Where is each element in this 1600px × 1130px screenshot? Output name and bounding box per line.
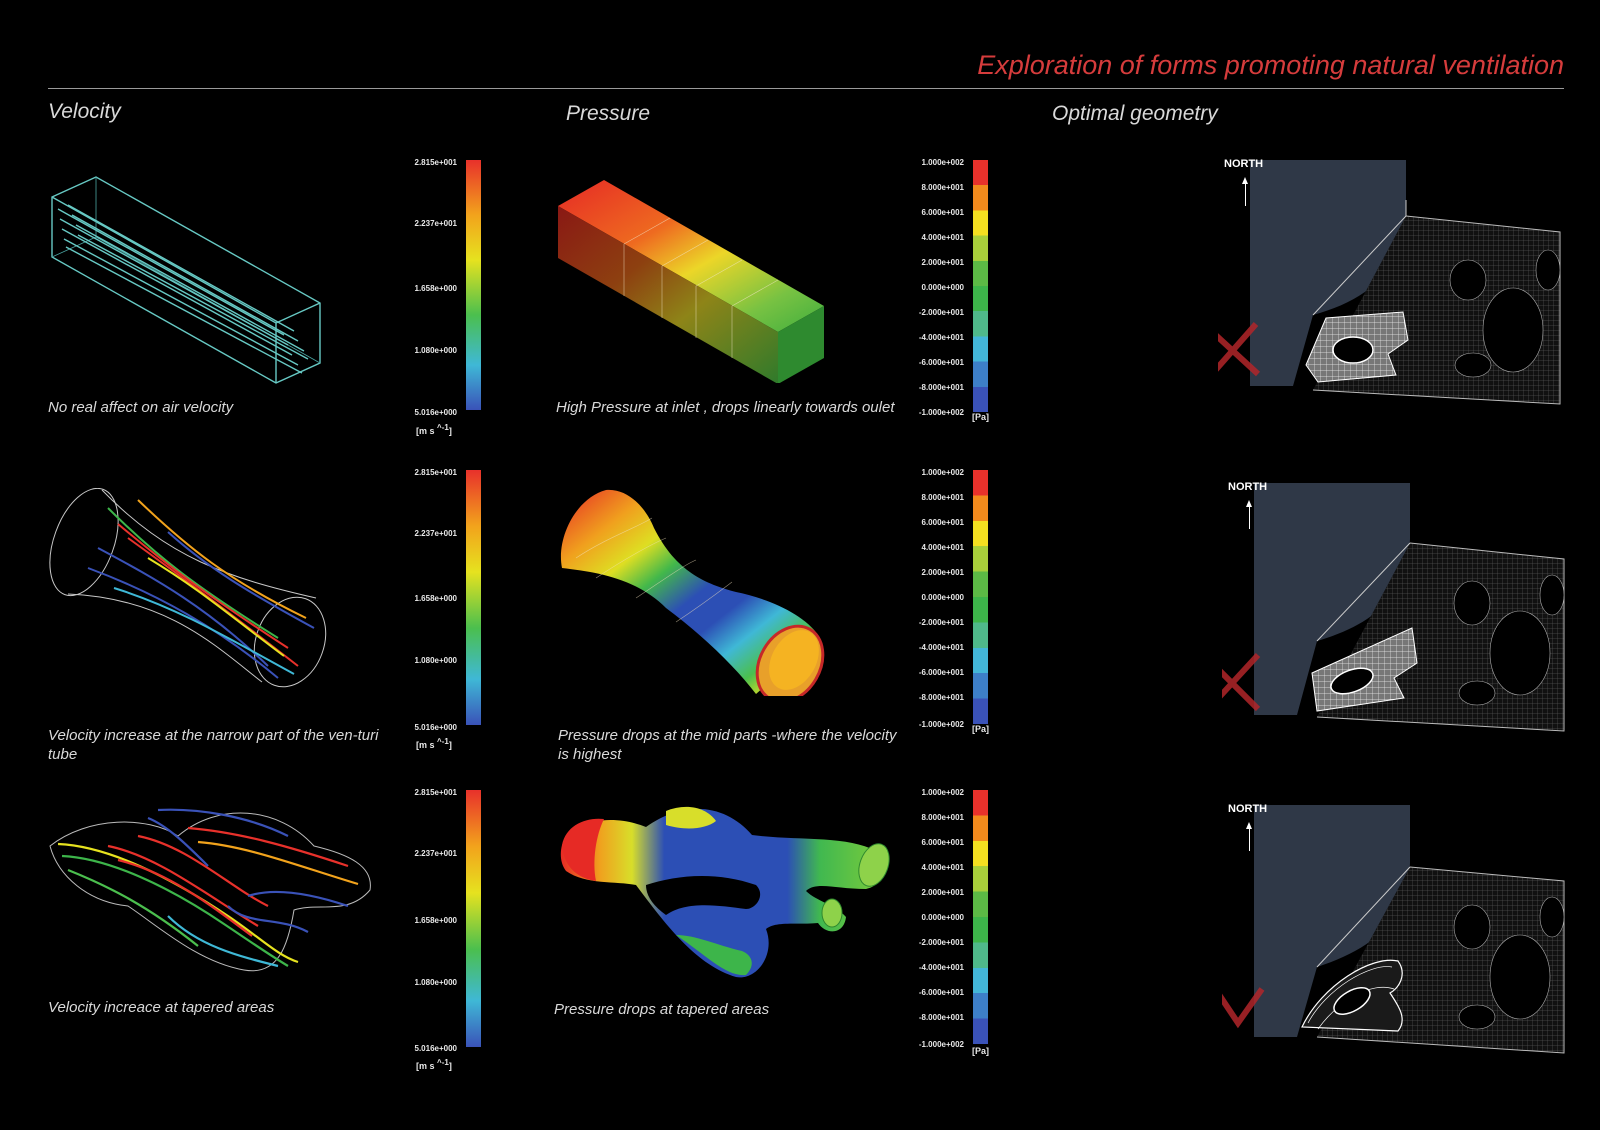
- pressure-legend-3: 1.000e+002 8.000e+001 6.000e+001 4.000e+…: [908, 788, 990, 1070]
- velocity-unit: [m s ^-1]: [416, 1058, 452, 1071]
- scale-label: 2.000e+001: [921, 888, 965, 897]
- scale-label: 1.080e+000: [414, 656, 458, 665]
- branched-form-velocity-diagram: [49, 808, 371, 972]
- scale-label: 0.000e+000: [921, 593, 965, 602]
- scale-label: 1.000e+002: [921, 788, 965, 797]
- scale-label: 5.016e+000: [414, 1044, 458, 1053]
- scale-label: 1.658e+000: [414, 916, 458, 925]
- scale-label: 1.080e+000: [414, 346, 458, 355]
- north-label: NORTH: [1228, 803, 1268, 815]
- site-plan-1: NORTH: [1205, 158, 1564, 410]
- venturi-velocity-diagram: [49, 488, 327, 688]
- scale-label: -8.000e+001: [918, 383, 964, 392]
- scale-label: 2.815e+001: [414, 788, 458, 797]
- scale-label: -1.000e+002: [918, 720, 964, 729]
- pressure-caption-1: High Pressure at inlet , drops linearly …: [556, 399, 895, 416]
- pressure-unit: [Pa]: [972, 724, 990, 734]
- scale-label: 8.000e+001: [921, 493, 965, 502]
- pressure-heading: Pressure: [566, 102, 651, 125]
- scale-label: 6.000e+001: [921, 208, 965, 217]
- velocity-color-scale: [466, 790, 481, 1047]
- scale-label: 0.000e+000: [921, 913, 965, 922]
- venturi-pressure-diagram: [560, 489, 825, 696]
- straight-tube-velocity-diagram: [51, 176, 321, 384]
- scale-label: -6.000e+001: [918, 668, 964, 677]
- scale-label: 8.000e+001: [921, 183, 965, 192]
- scale-label: -8.000e+001: [918, 1013, 964, 1022]
- velocity-legend-2: 2.815e+001 2.237e+001 1.658e+000 1.080e+…: [401, 468, 481, 755]
- scale-label: -8.000e+001: [918, 693, 964, 702]
- straight-tube-pressure-diagram: [558, 180, 824, 383]
- scale-label: 2.237e+001: [414, 849, 458, 858]
- site-plan-3: NORTH: [1207, 803, 1568, 1055]
- pressure-caption-2: Pressure drops at the mid parts -where t…: [558, 727, 897, 763]
- scale-label: 1.658e+000: [414, 594, 458, 603]
- scale-label: 1.658e+000: [414, 284, 458, 293]
- velocity-color-scale: [466, 470, 481, 725]
- scale-label: 6.000e+001: [921, 838, 965, 847]
- pressure-unit: [Pa]: [972, 1046, 990, 1056]
- scale-label: 2.237e+001: [414, 529, 458, 538]
- optimal-geometry-heading: Optimal geometry: [1052, 102, 1218, 125]
- pressure-unit: [Pa]: [972, 412, 990, 422]
- velocity-unit: [m s ^-1]: [416, 737, 452, 750]
- velocity-unit: [m s ^-1]: [416, 423, 452, 436]
- pressure-legend-1: 1.000e+002 8.000e+001 6.000e+001 4.000e+…: [908, 158, 990, 440]
- scale-label: 5.016e+000: [414, 408, 458, 417]
- scale-label: -2.000e+001: [918, 938, 964, 947]
- scale-label: 2.815e+001: [414, 468, 458, 477]
- scale-label: -4.000e+001: [918, 333, 964, 342]
- scale-label: -6.000e+001: [918, 988, 964, 997]
- scale-label: 2.815e+001: [414, 158, 458, 167]
- scale-label: 2.000e+001: [921, 258, 965, 267]
- scale-label: 8.000e+001: [921, 813, 965, 822]
- scale-label: 1.080e+000: [414, 978, 458, 987]
- branched-form-pressure-diagram: [560, 806, 890, 978]
- velocity-legend-3: 2.815e+001 2.237e+001 1.658e+000 1.080e+…: [401, 788, 481, 1075]
- north-label: NORTH: [1224, 158, 1264, 170]
- scale-label: -1.000e+002: [918, 1040, 964, 1049]
- velocity-color-scale: [466, 160, 481, 410]
- scale-label: 0.000e+000: [921, 283, 965, 292]
- scale-label: -4.000e+001: [918, 963, 964, 972]
- scale-label: 4.000e+001: [921, 863, 965, 872]
- north-arrow-icon: [1242, 177, 1248, 206]
- scale-label: 1.000e+002: [921, 468, 965, 477]
- scale-label: 2.000e+001: [921, 568, 965, 577]
- site-plan-2: NORTH: [1205, 481, 1568, 733]
- scale-label: -4.000e+001: [918, 643, 964, 652]
- page-title: Exploration of forms promoting natural v…: [977, 50, 1564, 80]
- velocity-caption-1: No real affect on air velocity: [48, 399, 234, 416]
- title-rule: [48, 88, 1564, 89]
- scale-label: 5.016e+000: [414, 723, 458, 732]
- scale-label: 4.000e+001: [921, 233, 965, 242]
- scale-label: -1.000e+002: [918, 408, 964, 417]
- pressure-caption-3: Pressure drops at tapered areas: [554, 1001, 770, 1018]
- cross-mark-icon: [1205, 652, 1261, 712]
- velocity-caption-3: Velocity increace at tapered areas: [48, 999, 275, 1016]
- scale-label: -6.000e+001: [918, 358, 964, 367]
- velocity-heading: Velocity: [48, 100, 121, 123]
- scale-label: 2.237e+001: [414, 219, 458, 228]
- pressure-color-scale: [973, 790, 988, 1044]
- velocity-legend-1: 2.815e+001 2.237e+001 1.658e+000 1.080e+…: [401, 158, 481, 445]
- pressure-color-scale: [973, 470, 988, 724]
- scale-label: -2.000e+001: [918, 618, 964, 627]
- scale-label: -2.000e+001: [918, 308, 964, 317]
- scale-label: 1.000e+002: [921, 158, 965, 167]
- north-arrow-icon: [1246, 822, 1252, 851]
- scale-label: 4.000e+001: [921, 543, 965, 552]
- scale-label: 6.000e+001: [921, 518, 965, 527]
- north-arrow-icon: [1246, 500, 1252, 529]
- pressure-color-scale: [973, 160, 988, 412]
- north-label: NORTH: [1228, 481, 1268, 493]
- velocity-caption-2: Velocity increase at the narrow part of …: [48, 727, 379, 763]
- pressure-legend-2: 1.000e+002 8.000e+001 6.000e+001 4.000e+…: [908, 468, 990, 750]
